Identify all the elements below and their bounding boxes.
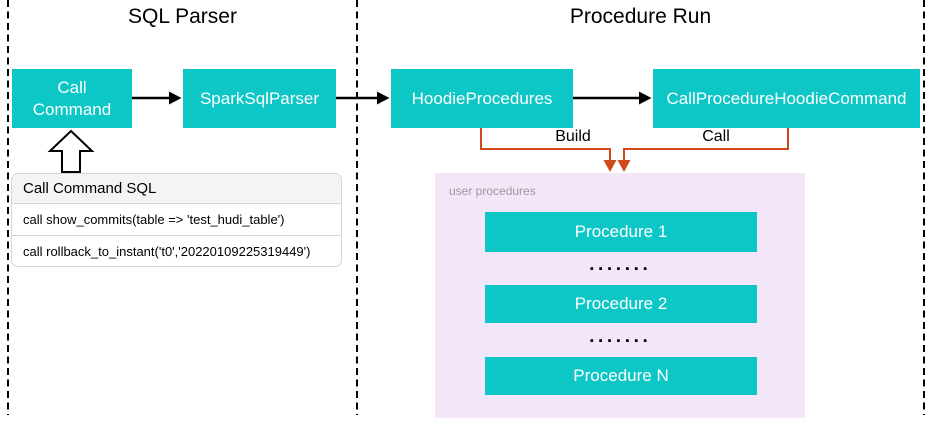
edge-label-call: Call [702, 128, 730, 145]
hollow-up-arrow-icon [47, 129, 95, 173]
section-title-procedure-run: Procedure Run [569, 5, 712, 28]
user-procedures-container: user procedures Procedure 1 ▪▪▪▪▪▪▪ Proc… [435, 173, 805, 418]
sql-example-row: call show_commits(table => 'test_hudi_ta… [23, 212, 285, 227]
call-command-sql-panel: Call Command SQL call show_commits(table… [11, 173, 342, 267]
sql-panel-header: Call Command SQL [12, 174, 341, 204]
sql-example-row: call rollback_to_instant('t0','202201092… [12, 235, 341, 266]
section-title-sql-parser: SQL Parser [128, 5, 237, 28]
node-hoodie-procedures: HoodieProcedures [391, 69, 573, 128]
ellipsis-dots: ▪▪▪▪▪▪▪ [589, 263, 653, 275]
node-spark-sql-parser: SparkSqlParser [183, 69, 336, 128]
ellipsis-dots: ▪▪▪▪▪▪▪ [589, 335, 653, 347]
node-procedure-n: Procedure N [485, 357, 757, 395]
edge-label-build: Build [555, 128, 591, 145]
node-procedure-2: Procedure 2 [485, 285, 757, 323]
user-procedures-label: user procedures [449, 184, 536, 198]
node-call-command: Call Command [12, 69, 132, 128]
node-call-procedure-hoodie-command: CallProcedureHoodieCommand [653, 69, 920, 128]
node-procedure-1: Procedure 1 [485, 212, 757, 252]
